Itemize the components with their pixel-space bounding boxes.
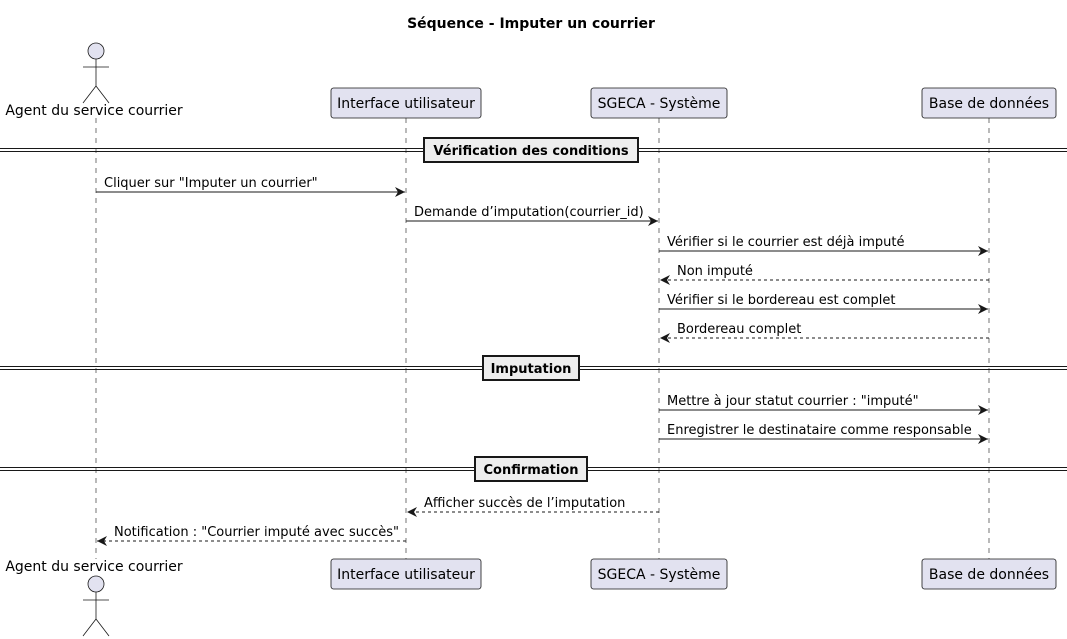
message-label: Vérifier si le courrier est déjà imputé: [667, 235, 904, 250]
message-label: Demande d’imputation(courrier_id): [414, 205, 644, 220]
actor-icon: [82, 575, 110, 637]
section-divider: Confirmation: [0, 456, 1067, 482]
section-label: Confirmation: [484, 463, 579, 478]
message-label: Cliquer sur "Imputer un courrier": [104, 176, 318, 191]
message-arrow: Vérifier si le courrier est déjà imputé: [659, 235, 988, 256]
message-arrow: Cliquer sur "Imputer un courrier": [96, 176, 405, 197]
message-arrow: Vérifier si le bordereau est complet: [659, 293, 988, 314]
messages: Cliquer sur "Imputer un courrier" Demande…: [96, 176, 989, 546]
message-arrow: Demande d’imputation(courrier_id): [406, 205, 658, 226]
actor-icon: [82, 42, 110, 104]
participant-label-sys: SGECA - Système: [598, 96, 721, 112]
message-arrow: Notification : "Courrier imputé avec suc…: [97, 525, 406, 546]
section-label: Vérification des conditions: [433, 144, 628, 159]
participant-box-ui-top: Interface utilisateur: [330, 87, 482, 119]
participant-label-agent-bottom: Agent du service courrier: [5, 559, 183, 575]
participant-box-db-top: Base de données: [921, 87, 1057, 119]
participant-label-agent-top: Agent du service courrier: [5, 103, 183, 119]
participant-box-sys-top: SGECA - Système: [590, 87, 728, 119]
message-arrow: Enregistrer le destinataire comme respon…: [659, 423, 988, 444]
message-arrow: Mettre à jour statut courrier : "imputé": [659, 394, 988, 415]
participant-label-db: Base de données: [929, 96, 1049, 112]
message-label: Notification : "Courrier imputé avec suc…: [114, 525, 399, 540]
participant-box-db-bottom: Base de données: [921, 558, 1057, 590]
diagram-title: Séquence - Imputer un courrier: [407, 16, 655, 32]
message-label: Vérifier si le bordereau est complet: [667, 293, 895, 308]
section-divider: Vérification des conditions: [0, 137, 1067, 163]
participant-label-db: Base de données: [929, 567, 1049, 583]
section-divider: Imputation: [0, 355, 1067, 381]
participant-box-sys-bottom: SGECA - Système: [590, 558, 728, 590]
message-label: Enregistrer le destinataire comme respon…: [667, 423, 972, 438]
message-arrow: Non imputé: [660, 264, 989, 285]
message-label: Mettre à jour statut courrier : "imputé": [667, 394, 919, 409]
message-arrow: Afficher succès de l’imputation: [407, 496, 659, 517]
message-label: Bordereau complet: [677, 322, 801, 337]
message-arrow: Bordereau complet: [660, 322, 989, 343]
participant-box-ui-bottom: Interface utilisateur: [330, 558, 482, 590]
message-label: Afficher succès de l’imputation: [424, 496, 625, 511]
participant-label-sys: SGECA - Système: [598, 567, 721, 583]
section-label: Imputation: [491, 362, 572, 377]
section-dividers: Vérification des conditionsImputationCon…: [0, 137, 1067, 482]
message-label: Non imputé: [677, 264, 753, 279]
participant-label-ui: Interface utilisateur: [337, 96, 475, 112]
participant-label-ui: Interface utilisateur: [337, 567, 475, 583]
